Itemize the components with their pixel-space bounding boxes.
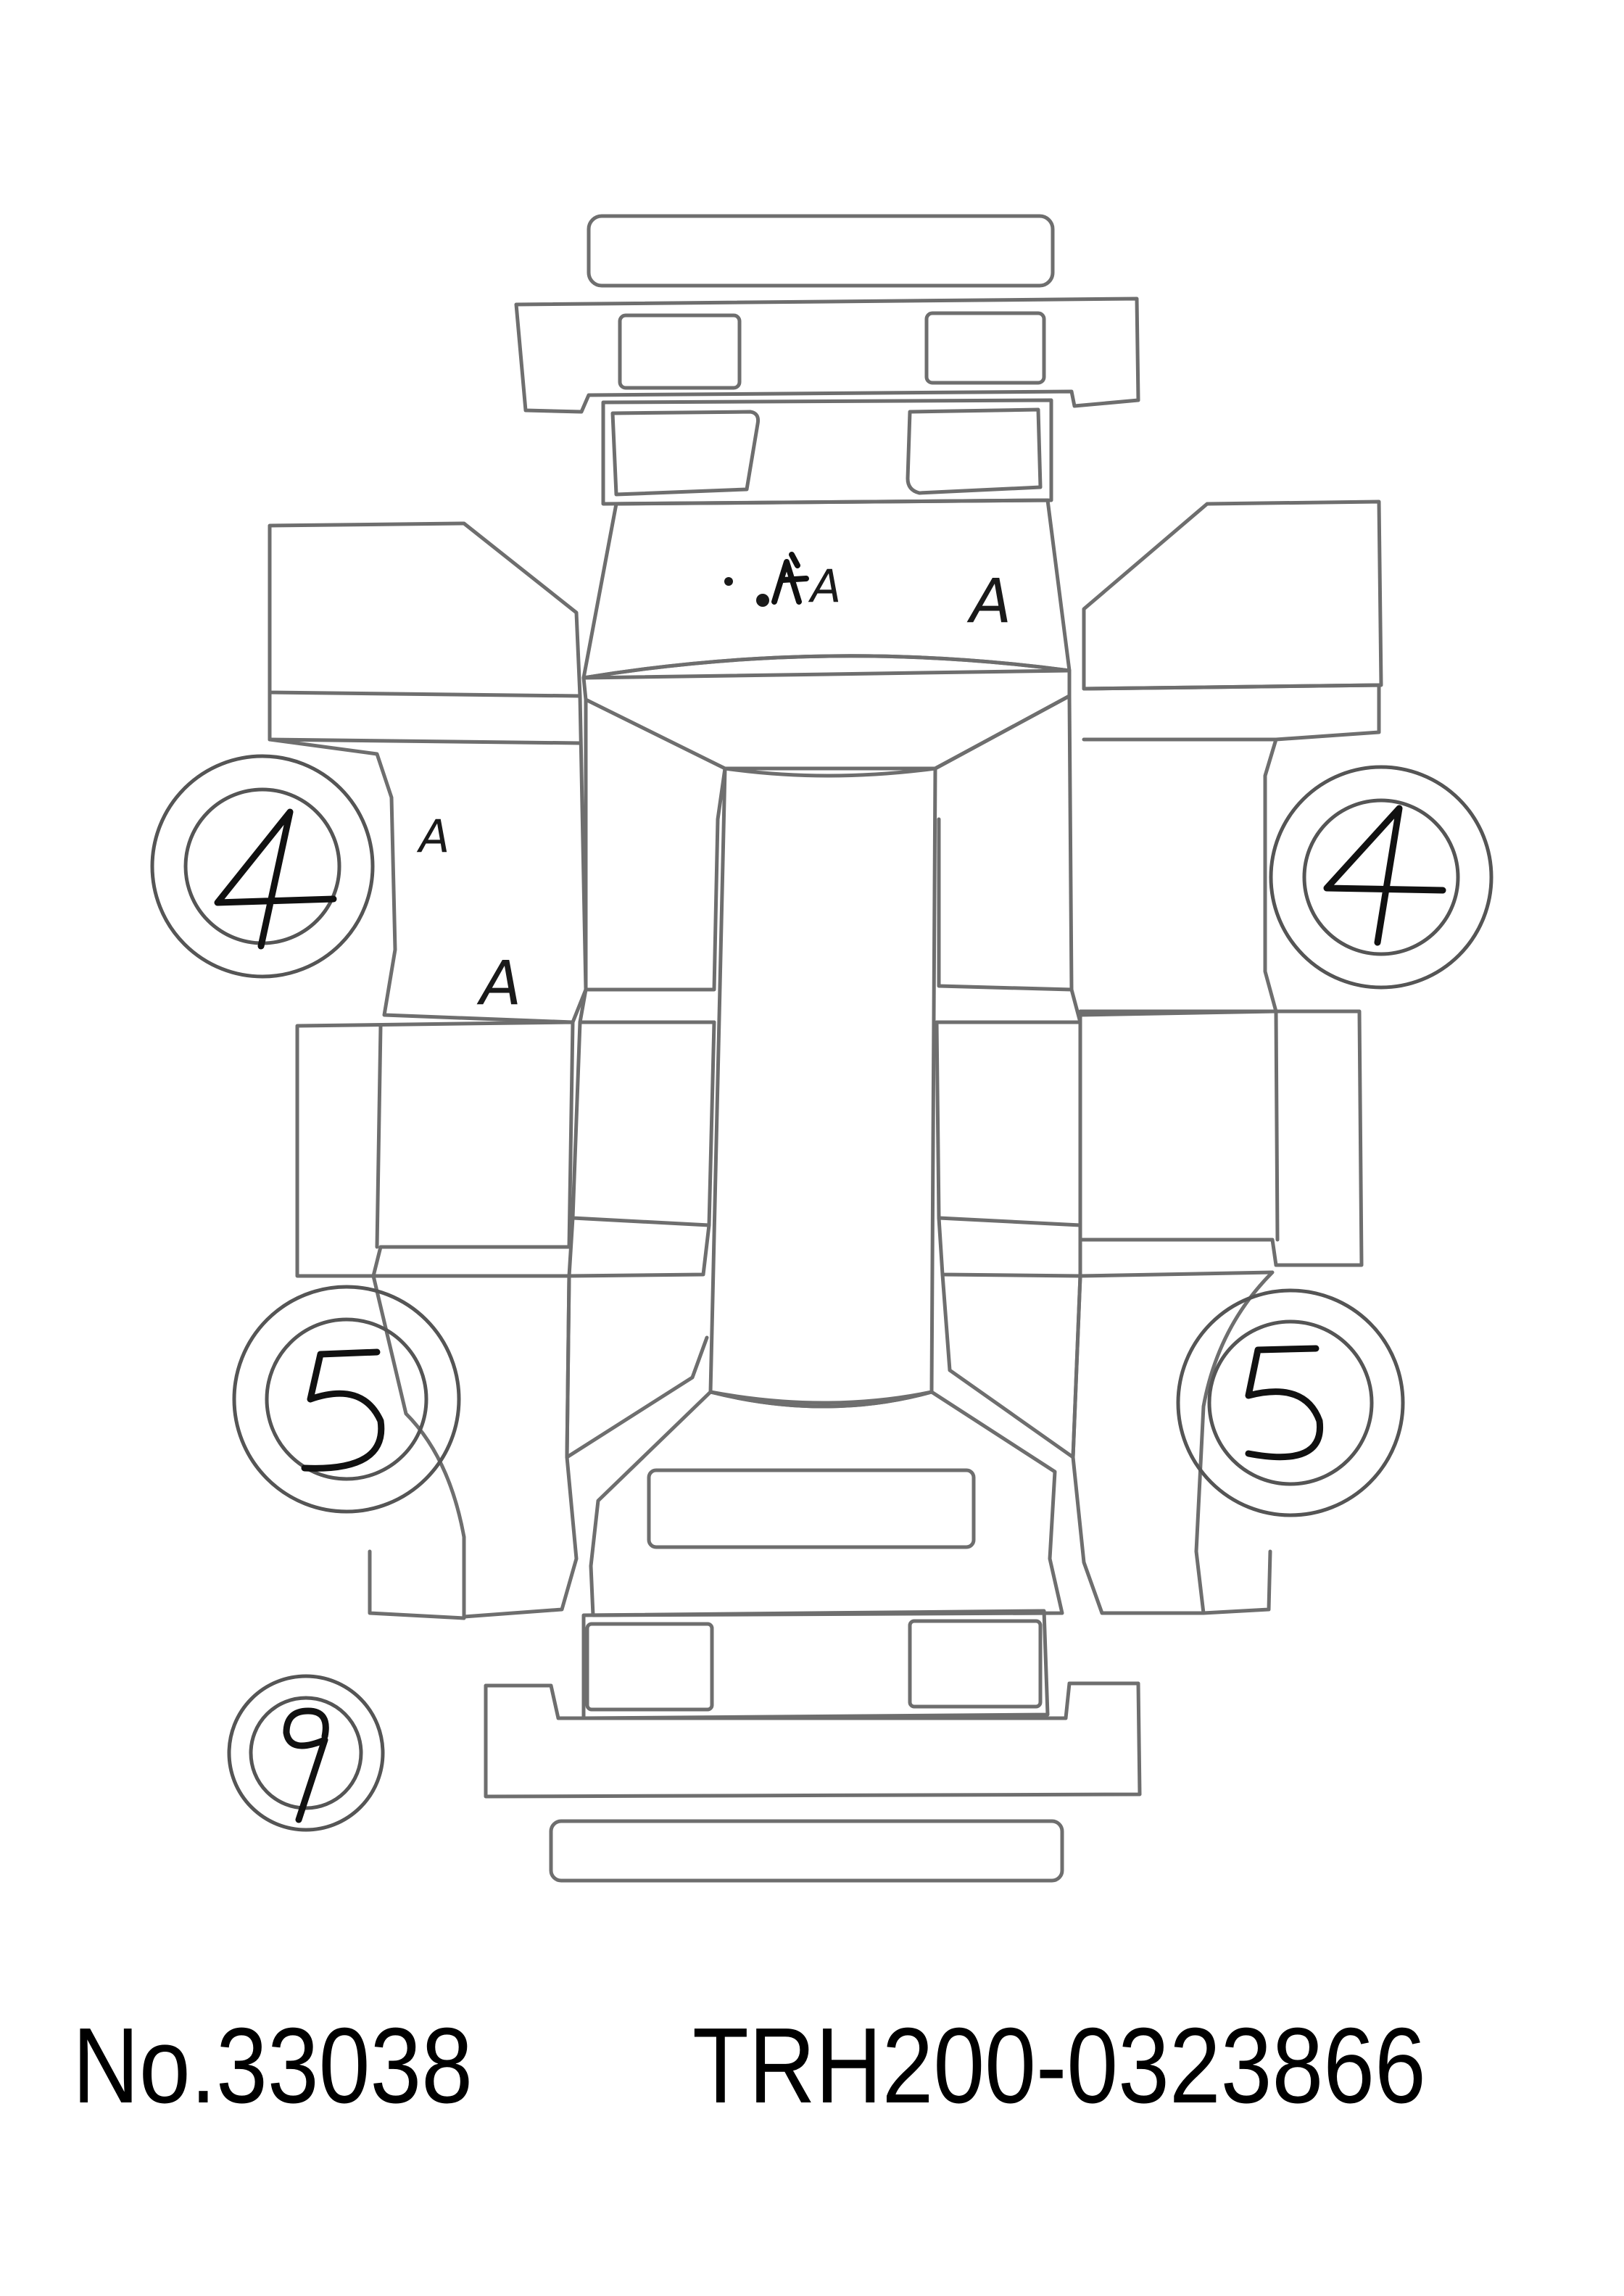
left-rear-tire <box>232 1285 461 1514</box>
right-rear-grade: 5 <box>1245 1345 1324 1461</box>
rear-bumper <box>484 1681 1142 1883</box>
left-front-fender <box>268 521 588 1024</box>
front-bumper <box>514 214 1140 414</box>
right-front-fender <box>1078 500 1383 1017</box>
svg-text:A: A <box>966 565 1011 637</box>
svg-text:A: A <box>808 560 841 613</box>
left-rear-grade: 5 <box>301 1348 385 1472</box>
spare-grade: 9 <box>283 1707 329 1823</box>
right-front-tire <box>1269 765 1494 990</box>
svg-text:A: A <box>476 948 521 1019</box>
front-panel <box>601 398 1053 506</box>
roof <box>708 766 937 1409</box>
chassis-number: TRH200-0323866 <box>692 2006 1426 2126</box>
hood-right-mark: A <box>966 565 1011 637</box>
svg-text:A: A <box>416 810 450 863</box>
right-doors <box>1078 1009 1364 1267</box>
left-doors <box>295 1020 575 1278</box>
right-front-grade: 4 <box>1323 805 1446 946</box>
right-rear-quarter <box>1071 1270 1275 1615</box>
left-front-grade: 4 <box>214 808 337 950</box>
left-rear-quarter <box>368 1274 579 1620</box>
stock-number: No.33038 <box>72 2006 473 2126</box>
right-pillar-strip <box>933 694 1082 1459</box>
hood-center-mark: A <box>724 552 841 613</box>
spare-tire <box>227 1674 385 1832</box>
windshield <box>581 654 1072 778</box>
rear-panel <box>581 1609 1050 1720</box>
left-fender-lower-mark: A <box>476 948 521 1019</box>
right-rear-tire <box>1176 1288 1405 1517</box>
left-pillar-strip <box>565 697 727 1459</box>
rear-glass <box>589 1390 1064 1617</box>
left-fender-upper-mark: A <box>416 810 450 863</box>
